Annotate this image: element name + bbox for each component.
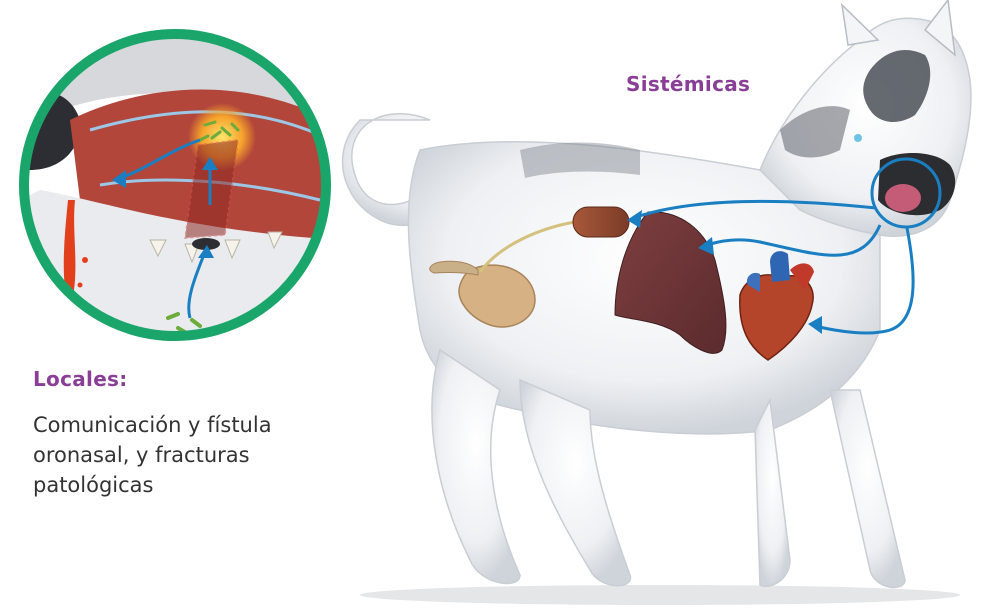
blood-drop (82, 257, 88, 263)
local-label: Locales: (33, 367, 128, 391)
heart-vein (770, 251, 790, 282)
systemic-label: Sistémicas (626, 72, 750, 96)
dog-leg-front-left (755, 400, 790, 586)
magnified-inset (20, 30, 340, 344)
local-description-line: patológicas (33, 470, 333, 500)
dog-leg-front-right (830, 390, 905, 587)
ground-shadow (360, 585, 960, 605)
local-description-line: Comunicación y fístula (33, 410, 333, 440)
dog-ear-left (842, 5, 878, 45)
local-description-line: oronasal, y fracturas (33, 440, 333, 470)
dog-tongue (885, 184, 921, 212)
blood-drop (78, 283, 83, 288)
dog-eye (854, 134, 862, 142)
kidney-organ (573, 207, 629, 237)
local-description: Comunicación y fístula oronasal, y fract… (33, 410, 333, 500)
